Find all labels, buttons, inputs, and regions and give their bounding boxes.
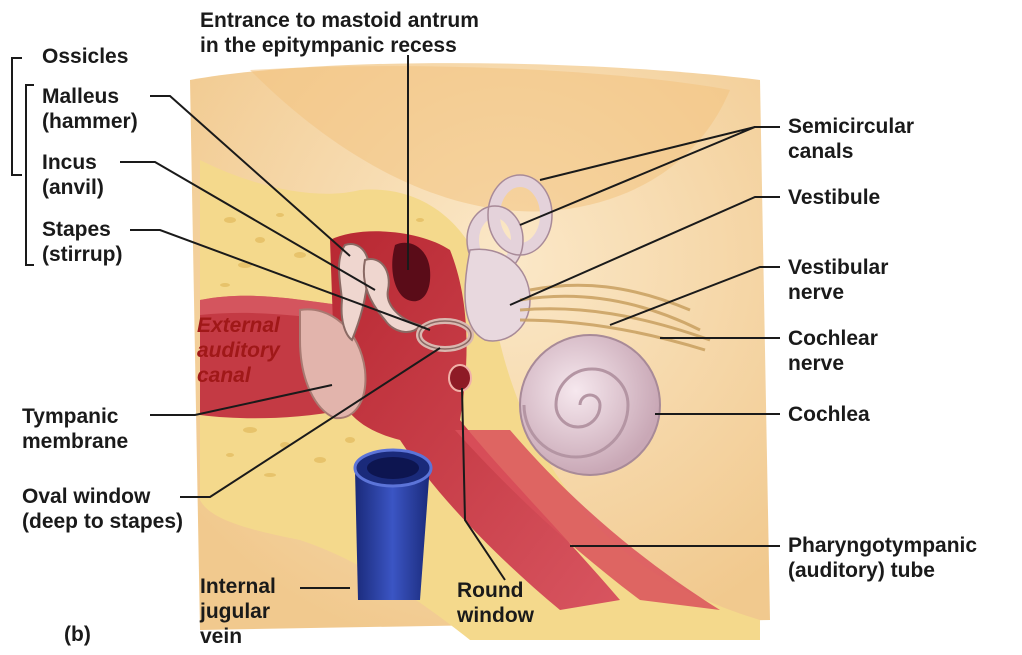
- ossicles-bracket: [12, 58, 22, 175]
- round-window-shape: [449, 365, 471, 391]
- label-stapes: Stapes(stirrup): [42, 217, 123, 267]
- cochlea-shape: [520, 335, 660, 475]
- label-oval-window: Oval window(deep to stapes): [22, 484, 183, 534]
- label-pharyngotympanic: Pharyngotympanic(auditory) tube: [788, 533, 977, 583]
- label-ossicles: Ossicles: [42, 44, 128, 69]
- label-malleus: Malleus(hammer): [42, 84, 138, 134]
- label-cochlea: Cochlea: [788, 402, 870, 427]
- label-vestibule: Vestibule: [788, 185, 880, 210]
- jugular-vein-shape: [355, 450, 431, 600]
- label-incus: Incus(anvil): [42, 150, 104, 200]
- panel-label: (b): [64, 622, 91, 647]
